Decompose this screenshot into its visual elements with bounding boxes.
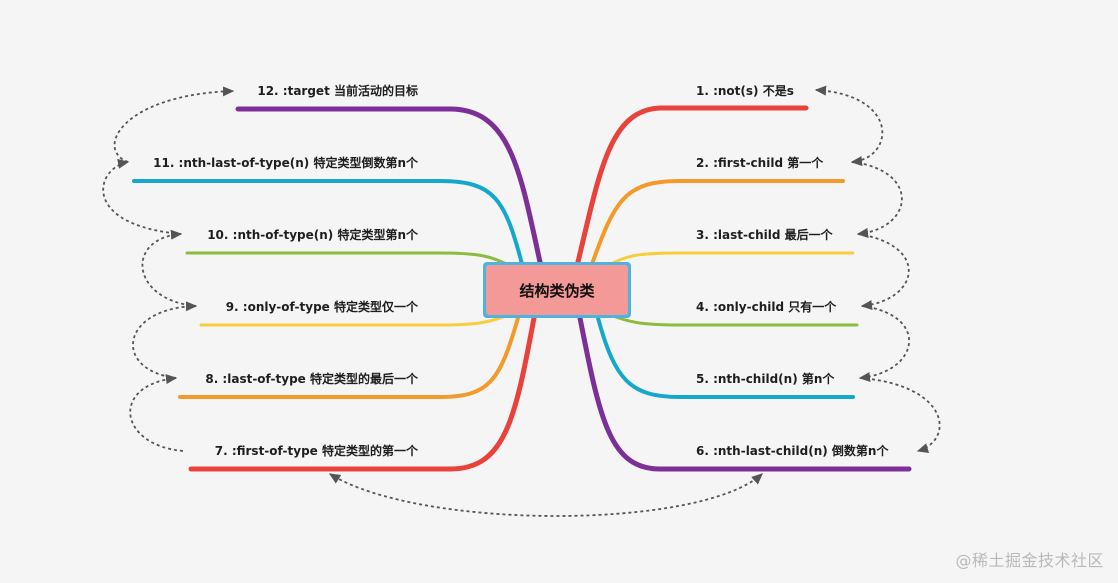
node-9-label[interactable]: 9. :only-of-type 特定类型仅一个: [226, 299, 419, 314]
branch-12: [235, 106, 543, 265]
node-4-label[interactable]: 4. :only-child 只有一个: [696, 299, 837, 314]
central-topic[interactable]: 结构类伪类: [483, 262, 631, 318]
connector-2-3: [851, 161, 903, 238]
node-1-label[interactable]: 1. :not(s) 不是s: [696, 84, 794, 98]
branch-11: [132, 179, 524, 266]
central-topic-label: 结构类伪类: [519, 282, 595, 300]
node-2-label[interactable]: 2. :first-child 第一个: [696, 155, 824, 170]
branch-6: [577, 315, 912, 472]
branch-7: [188, 315, 537, 472]
branch-9: [199, 312, 512, 327]
node-6-label[interactable]: 6. :nth-last-child(n) 倒数第n个: [696, 443, 889, 458]
left-node-labels: 12. :target 当前活动的目标 11. :nth-last-of-typ…: [153, 83, 419, 458]
node-12-label[interactable]: 12. :target 当前活动的目标: [257, 83, 418, 98]
node-7-label[interactable]: 7. :first-of-type 特定类型的第一个: [215, 443, 419, 458]
node-11-label[interactable]: 11. :nth-last-of-type(n) 特定类型倒数第n个: [153, 155, 419, 170]
connector-1-2: [814, 85, 884, 167]
connector-3-4: [857, 233, 910, 310]
watermark: @稀土掘金技术社区: [955, 551, 1104, 570]
connector-11-12: [113, 86, 235, 163]
left-branches: [132, 106, 543, 472]
connector-6-7: [328, 473, 763, 517]
branch-2: [590, 179, 845, 266]
branch-3: [606, 251, 855, 268]
connector-9-10: [141, 229, 197, 307]
branch-5: [596, 316, 855, 399]
connector-5-6: [859, 377, 941, 453]
right-node-labels: 1. :not(s) 不是s 2. :first-child 第一个 3. :l…: [696, 84, 889, 458]
connector-8-9: [132, 301, 198, 379]
branch-10: [185, 251, 512, 268]
sequence-connectors: [102, 85, 941, 517]
node-8-label[interactable]: 8. :last-of-type 特定类型的最后一个: [205, 371, 419, 386]
connector-7-8: [129, 374, 184, 452]
connector-10-11: [102, 158, 182, 235]
connector-4-5: [858, 305, 910, 383]
branch-8: [178, 316, 520, 399]
node-3-label[interactable]: 3. :last-child 最后一个: [696, 227, 834, 242]
node-5-label[interactable]: 5. :nth-child(n) 第n个: [696, 371, 835, 386]
node-10-label[interactable]: 10. :nth-of-type(n) 特定类型第n个: [207, 227, 419, 242]
branch-4: [606, 312, 859, 327]
branch-1: [575, 105, 809, 265]
